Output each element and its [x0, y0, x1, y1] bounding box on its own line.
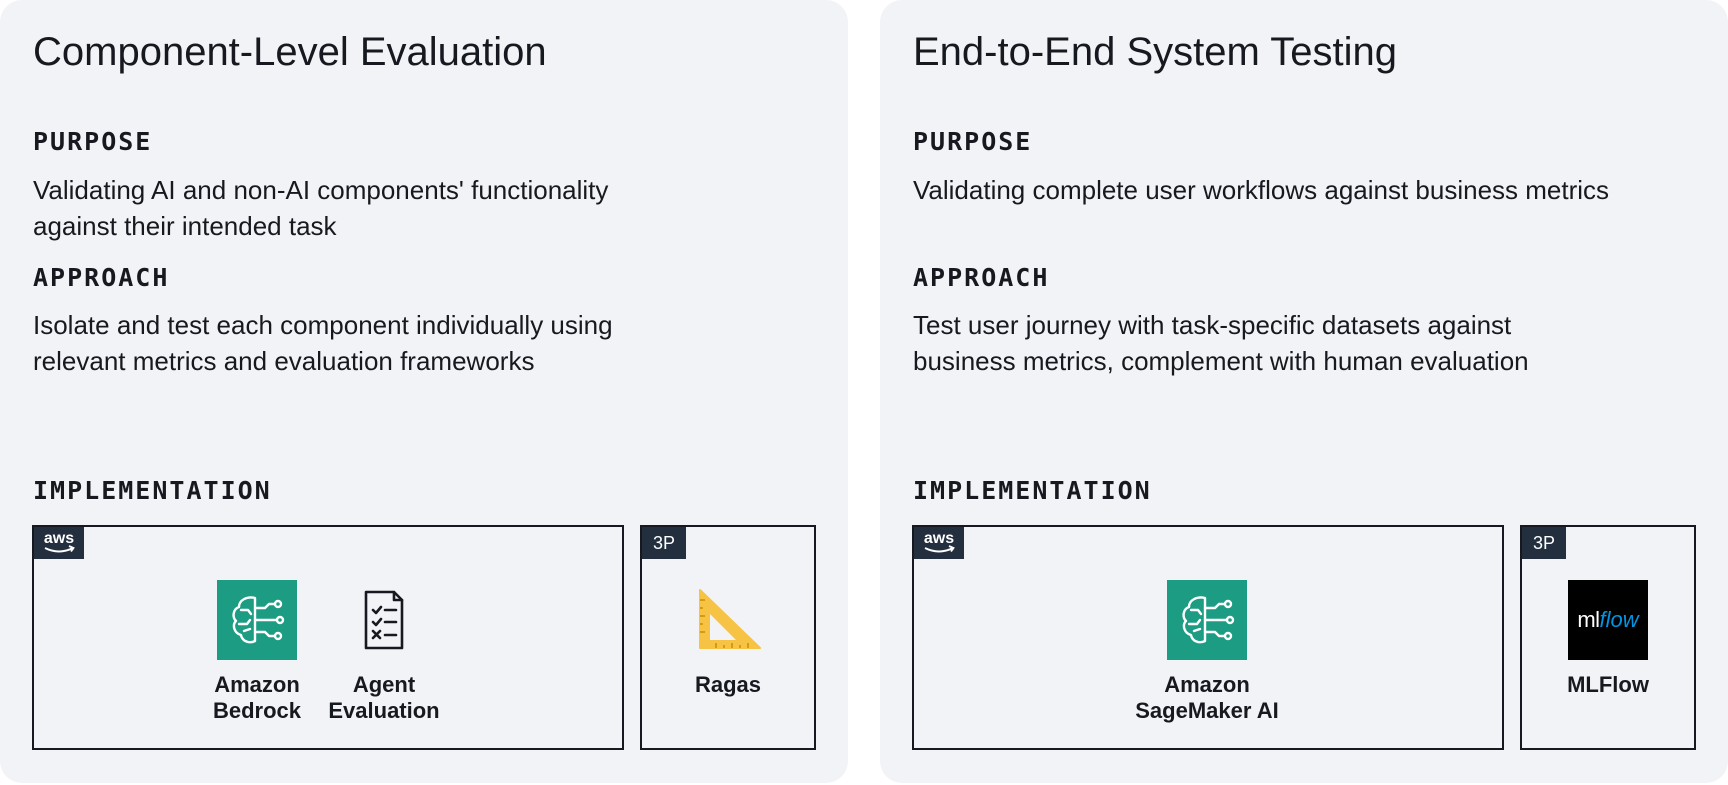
aws-logo-tag: aws aws: [914, 527, 964, 559]
purpose-text-line-1: Validating AI and non-AI components' fun…: [33, 175, 609, 205]
amazon-bedrock-service: Amazon Bedrock: [202, 580, 312, 724]
approach-text: Test user journey with task-specific dat…: [913, 307, 1703, 379]
agent-evaluation-service: Agent Evaluation: [314, 580, 454, 724]
purpose-text-line-1: Validating complete user workflows again…: [913, 175, 1610, 205]
purpose-text: Validating complete user workflows again…: [913, 172, 1703, 208]
approach-text-line-2: business metrics, complement with human …: [913, 346, 1529, 376]
service-name-line-1: Agent: [352, 672, 416, 697]
service-name-line-2: SageMaker AI: [1135, 698, 1279, 723]
third-party-box: 3P Ragas: [640, 525, 816, 750]
panel-title: End-to-End System Testing: [913, 30, 1397, 74]
svg-text:aws: aws: [44, 530, 74, 547]
implementation-label: IMPLEMENTATION: [33, 476, 272, 505]
approach-text-line-1: Test user journey with task-specific dat…: [913, 310, 1512, 340]
brain-circuit-icon: [217, 580, 297, 660]
set-square-icon: [688, 580, 768, 660]
third-party-tag: 3P: [1522, 527, 1566, 559]
approach-text: Isolate and test each component individu…: [33, 307, 823, 379]
mlflow-logo-flow: flow: [1599, 607, 1639, 632]
service-name-line-2: Bedrock: [212, 698, 302, 723]
service-name-line-2: Evaluation: [328, 698, 440, 723]
approach-label: APPROACH: [33, 263, 170, 292]
purpose-text: Validating AI and non-AI components' fun…: [33, 172, 823, 244]
service-name: MLFlow: [1567, 672, 1649, 697]
aws-logo-icon: aws: [924, 530, 955, 553]
ragas-service: Ragas: [642, 580, 814, 698]
approach-label: APPROACH: [913, 263, 1050, 292]
checklist-icon: [344, 580, 424, 660]
svg-text:aws: aws: [924, 530, 954, 547]
brain-circuit-icon: [1167, 580, 1247, 660]
third-party-tag: 3P: [642, 527, 686, 559]
service-name: Amazon SageMaker AI: [1122, 672, 1292, 724]
mlflow-logo-ml: ml: [1577, 607, 1600, 632]
end-to-end-panel: End-to-End System Testing PURPOSE Valida…: [880, 0, 1728, 783]
implementation-label: IMPLEMENTATION: [913, 476, 1152, 505]
aws-services-box: aws aws: [32, 525, 624, 750]
approach-text-line-2: relevant metrics and evaluation framewor…: [33, 346, 535, 376]
approach-text-line-1: Isolate and test each component individu…: [33, 310, 613, 340]
amazon-sagemaker-service: Amazon SageMaker AI: [1122, 580, 1292, 724]
panel-title: Component-Level Evaluation: [33, 30, 547, 74]
service-name: Ragas: [694, 672, 762, 697]
service-name: Amazon Bedrock: [202, 672, 312, 724]
service-name-line-1: Amazon: [214, 672, 300, 697]
component-level-panel: Component-Level Evaluation PURPOSE Valid…: [0, 0, 848, 783]
service-name-line-1: Amazon: [1164, 672, 1250, 697]
aws-services-box: aws aws: [912, 525, 1504, 750]
purpose-label: PURPOSE: [913, 127, 1033, 156]
purpose-label: PURPOSE: [33, 127, 153, 156]
purpose-text-line-2: against their intended task: [33, 211, 337, 241]
service-name: Agent Evaluation: [314, 672, 454, 724]
aws-logo-tag: aws aws: [34, 527, 84, 559]
aws-logo-icon: aws: [44, 530, 75, 553]
